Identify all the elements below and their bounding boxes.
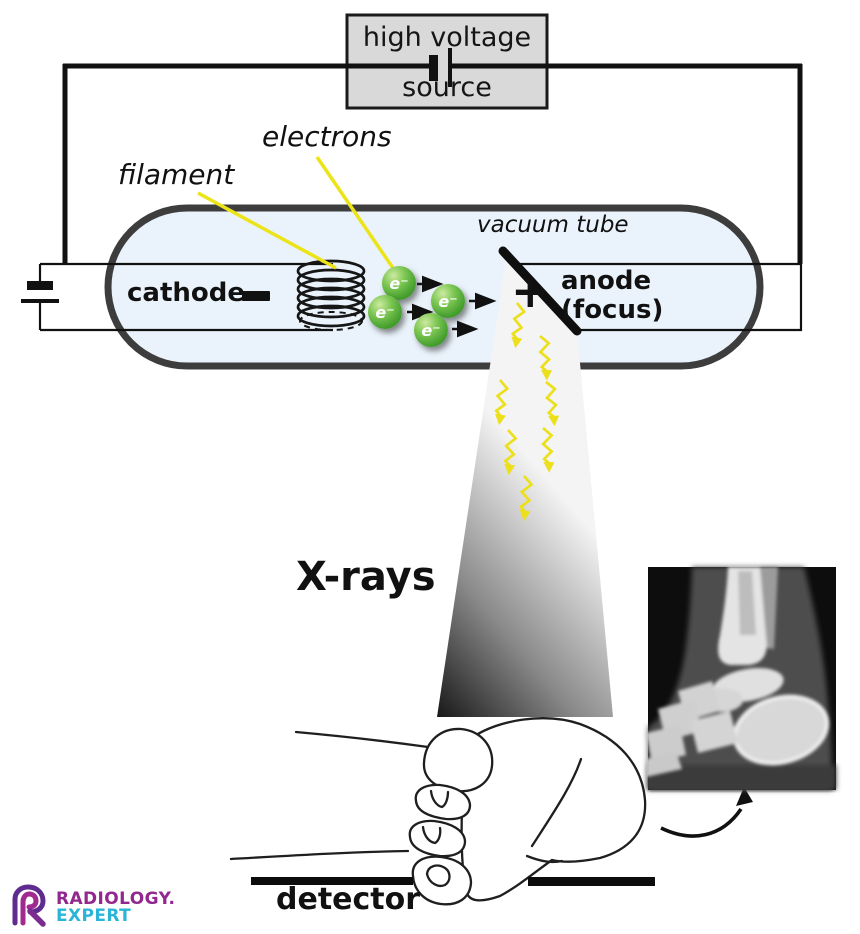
big-toe: [422, 727, 494, 793]
curved-arrow: [660, 787, 753, 838]
filament-circuit-wires: [38, 262, 803, 332]
xray-beam-cone: [437, 253, 613, 717]
electron-symbol: e⁻: [375, 302, 395, 322]
high-voltage-label-line1: high voltage: [362, 22, 532, 53]
logo-text-radiology: RADIOLOGY.: [56, 889, 176, 909]
circuit-wires: [62, 63, 803, 264]
heel-crease-line: [525, 854, 564, 864]
vacuum-tube-label: vacuum tube: [477, 212, 629, 238]
toe-2: [414, 783, 472, 821]
toe-4: [411, 855, 473, 906]
toe-4-nail: [425, 864, 451, 887]
radiology-expert-logo-icon: [12, 884, 46, 927]
anode-focus-label: (focus): [561, 295, 664, 325]
electron-symbol: e⁻: [421, 320, 441, 340]
filament-label: filament: [118, 158, 235, 191]
ankle-xray-image: [646, 567, 836, 790]
high-voltage-box: [345, 13, 549, 110]
electron-particle: e⁻: [431, 284, 465, 318]
detector-bar: [251, 877, 655, 886]
filament-callout-line: [197, 191, 337, 270]
anode-plus-sign: +: [511, 264, 550, 318]
xrays-label: X-rays: [296, 554, 436, 600]
electron-symbol: e⁻: [389, 273, 409, 293]
detector-label: detector: [276, 882, 421, 917]
foot-arch-line: [530, 757, 583, 848]
logo-text-expert: EXPERT: [56, 906, 132, 926]
toe-3: [408, 819, 467, 858]
leg-bottom-line: [229, 849, 410, 861]
anode-label: anode: [561, 266, 652, 296]
high-voltage-label-line2: source: [402, 72, 492, 103]
battery-icon: [429, 48, 452, 87]
foot-drawing: [229, 717, 647, 906]
electron-arrows: [407, 275, 497, 338]
electron-symbol: e⁻: [438, 291, 458, 311]
toe-2-nail: [429, 789, 450, 809]
electron-particle: e⁻: [368, 295, 402, 329]
electrons-label: electrons: [262, 120, 392, 153]
cathode-label: cathode: [127, 278, 246, 308]
anode-target-plate: [498, 246, 582, 336]
electrons-callout-line: [315, 156, 397, 272]
leg-top-line: [294, 730, 430, 749]
callout-lines: [197, 156, 397, 272]
electron-particle: e⁻: [382, 266, 416, 300]
minus-sign: [242, 291, 270, 301]
filament-coil: [296, 259, 366, 331]
toe-3-nail: [421, 825, 442, 845]
cathode-battery-icon: [21, 281, 59, 303]
electron-particle: e⁻: [414, 313, 448, 347]
